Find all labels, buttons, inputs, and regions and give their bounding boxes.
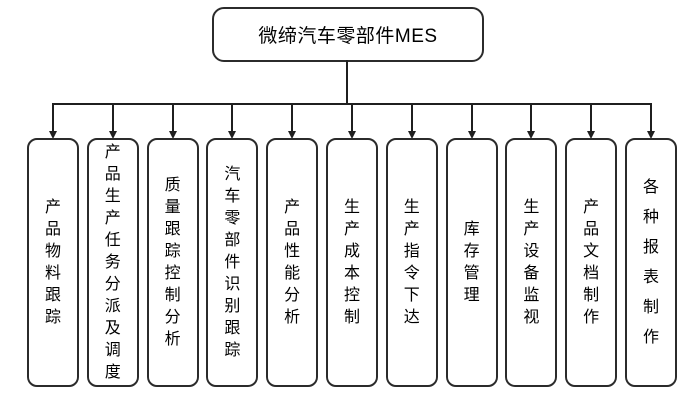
branch-report-creation: 各种报表制作: [624, 105, 677, 387]
node-label: 产品性能分析: [284, 198, 301, 326]
connector-horizontal-bar: [52, 103, 652, 105]
node-product-material-tracking: 产品物料跟踪: [27, 138, 79, 387]
branch-product-document-creation: 产品文档制作: [565, 105, 618, 387]
arrow-down-icon: [168, 131, 177, 139]
connector-drop: [530, 105, 533, 131]
connector-drop: [590, 105, 593, 131]
node-root-mes: 微缔汽车零部件MES: [212, 7, 484, 62]
arrow-down-icon: [288, 131, 297, 139]
arrow-down-icon: [407, 131, 416, 139]
node-label: 生产指令下达: [403, 198, 420, 326]
branch-production-order-issuing: 生产指令下达: [385, 105, 438, 387]
node-label: 生产成本控制: [343, 198, 360, 326]
node-quality-tracking-control-analysis: 质量跟踪控制分析: [146, 138, 199, 387]
node-root-label: 微缔汽车零部件MES: [258, 26, 438, 47]
branch-product-material-tracking: 产品物料跟踪: [27, 105, 79, 387]
node-label: 产品文档制作: [583, 198, 600, 326]
node-product-document-creation: 产品文档制作: [565, 138, 618, 387]
node-label: 生产设备监视: [523, 198, 540, 326]
branch-inventory-management: 库存管理: [445, 105, 498, 387]
node-inventory-management: 库存管理: [445, 138, 498, 387]
connector-drop: [111, 105, 114, 131]
connector-drop: [649, 105, 652, 131]
node-auto-parts-identification-tracking: 汽车零部件识别跟踪: [206, 138, 259, 387]
node-label: 库存管理: [463, 220, 480, 304]
arrow-down-icon: [228, 131, 237, 139]
node-label: 各种报表制作: [642, 178, 659, 346]
branch-production-equipment-monitoring: 生产设备监视: [505, 105, 558, 387]
branch-auto-parts-identification-tracking: 汽车零部件识别跟踪: [206, 105, 259, 387]
node-production-cost-control: 生产成本控制: [325, 138, 378, 387]
node-label: 产品物料跟踪: [44, 198, 61, 326]
arrow-down-icon: [527, 131, 536, 139]
branch-production-task-dispatch-scheduling: 产品生产任务分派及调度: [86, 105, 139, 387]
node-label: 产品生产任务分派及调度: [104, 143, 121, 381]
node-product-performance-analysis: 产品性能分析: [266, 138, 319, 387]
arrow-down-icon: [467, 131, 476, 139]
branch-quality-tracking-control-analysis: 质量跟踪控制分析: [146, 105, 199, 387]
node-production-task-dispatch-scheduling: 产品生产任务分派及调度: [86, 138, 139, 387]
arrow-down-icon: [49, 131, 57, 139]
branch-product-performance-analysis: 产品性能分析: [266, 105, 319, 387]
connector-drop: [171, 105, 174, 131]
node-label: 质量跟踪控制分析: [164, 176, 181, 348]
connector-stem: [346, 60, 348, 104]
connector-drop: [350, 105, 353, 131]
node-report-creation: 各种报表制作: [624, 138, 677, 387]
arrow-down-icon: [646, 131, 655, 139]
connector-drop: [231, 105, 234, 131]
arrow-down-icon: [108, 131, 117, 139]
arrow-down-icon: [347, 131, 356, 139]
node-label: 汽车零部件识别跟踪: [224, 165, 241, 359]
connector-drop: [52, 105, 54, 131]
node-production-equipment-monitoring: 生产设备监视: [505, 138, 558, 387]
node-production-order-issuing: 生产指令下达: [385, 138, 438, 387]
arrow-down-icon: [587, 131, 596, 139]
branch-production-cost-control: 生产成本控制: [325, 105, 378, 387]
connector-drop: [410, 105, 413, 131]
connector-drop: [470, 105, 473, 131]
connector-drop: [291, 105, 294, 131]
children-row: 产品物料跟踪 产品生产任务分派及调度 质量跟踪控制分析 汽车零部件识别跟踪: [27, 105, 677, 387]
